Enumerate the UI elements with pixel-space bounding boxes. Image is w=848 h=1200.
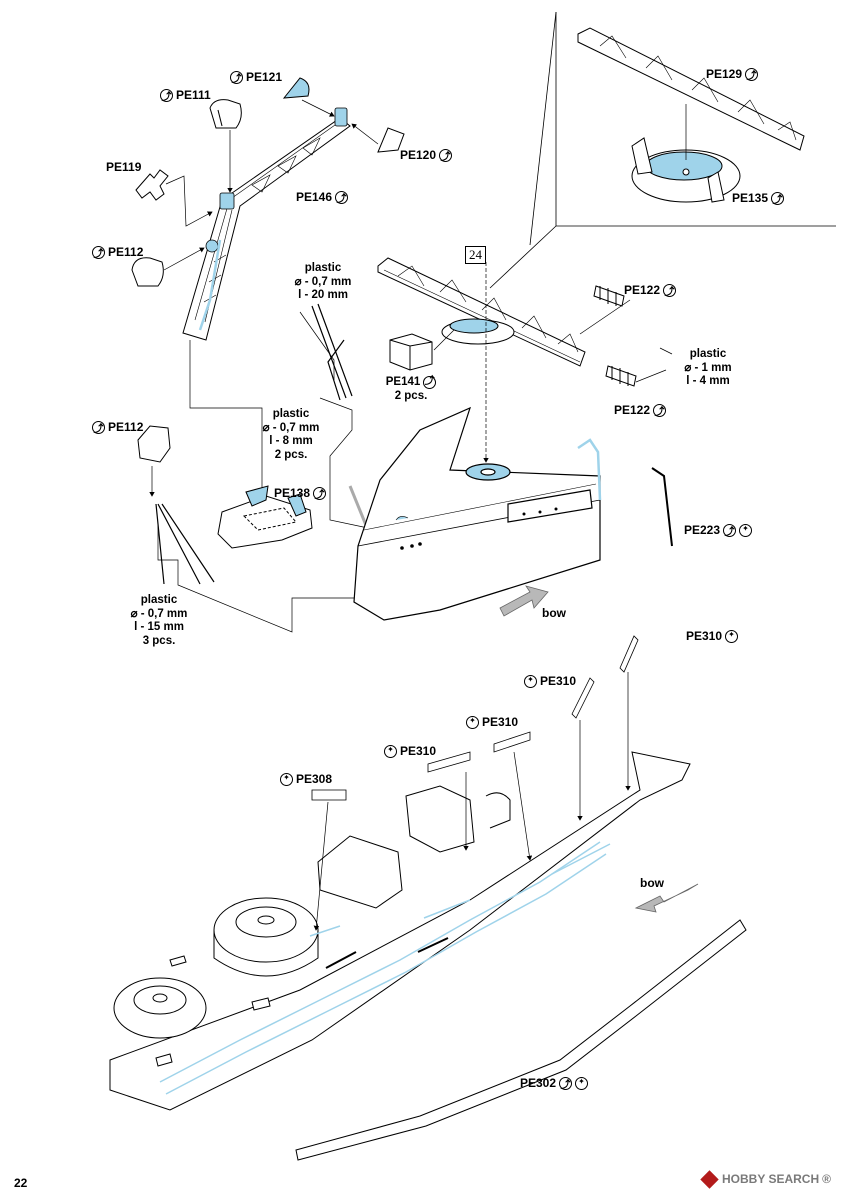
label-pe122-bottom: PE122 <box>614 403 667 418</box>
bend-icon <box>745 67 759 82</box>
label-pe308: PE308 <box>280 772 332 786</box>
label-pe223: PE223 <box>684 523 753 538</box>
label-pe112-bottom: PE112 <box>92 420 143 435</box>
label-pe146: PE146 <box>296 190 349 205</box>
label-pe138: PE138 <box>274 486 327 501</box>
pe112-top-part <box>131 257 164 287</box>
pe120-part <box>377 127 405 153</box>
label-pe119: PE119 <box>106 160 142 174</box>
label-pe310-b: PE310 <box>524 674 576 688</box>
bend-icon <box>92 420 105 435</box>
watermark: HOBBY SEARCH® <box>700 1169 831 1189</box>
label-pe141: PE141 2 pcs. <box>380 375 442 403</box>
crane-jib-assembly <box>182 107 351 341</box>
crane-leader-lines <box>149 99 379 633</box>
label-pe310-c: PE310 <box>466 715 518 729</box>
bend-icon <box>653 403 667 418</box>
paint-icon <box>384 744 397 758</box>
paint-icon <box>739 523 753 537</box>
ship-deck <box>109 751 691 1111</box>
paint-icon <box>725 629 739 643</box>
label-pe120: PE120 <box>400 148 453 163</box>
pe310-parts <box>311 635 639 801</box>
pe141-part <box>389 333 433 371</box>
bend-icon <box>313 486 327 501</box>
bow-label-bottom: bow <box>640 876 664 890</box>
bend-icon <box>423 375 437 390</box>
bend-icon <box>230 70 243 85</box>
platform-leader-lines <box>433 262 673 463</box>
page-number: 22 <box>14 1176 28 1190</box>
paint-icon <box>575 1076 589 1090</box>
pe138-part <box>217 485 313 549</box>
step-number: 24 <box>465 246 486 264</box>
pe112-bottom-part <box>137 425 171 463</box>
label-pe121: PE121 <box>230 70 282 85</box>
label-pe302: PE302 <box>520 1076 589 1091</box>
pe119-part <box>135 169 169 201</box>
label-pe135: PE135 <box>732 191 785 206</box>
bend-icon <box>559 1076 573 1091</box>
label-pe129: PE129 <box>706 67 759 82</box>
bend-icon <box>92 245 105 260</box>
pe122-parts <box>593 285 637 387</box>
label-pe310-d: PE310 <box>384 744 436 758</box>
paint-icon <box>280 772 293 786</box>
detail-inset-frame <box>489 11 836 289</box>
label-pe111: PE111 <box>160 88 211 103</box>
bow-direction-arrow-bottom <box>634 883 699 913</box>
label-pe112-top: PE112 <box>92 245 143 260</box>
label-pe310-a: PE310 <box>686 629 739 643</box>
searchlight-platform <box>377 257 586 367</box>
bend-icon <box>439 148 453 163</box>
watermark-logo-icon <box>700 1169 719 1189</box>
bow-hull <box>353 406 673 621</box>
pe302-strip <box>295 919 747 1161</box>
pe121-part <box>282 77 310 99</box>
bow-direction-arrow-top <box>499 585 549 617</box>
paint-icon <box>466 715 479 729</box>
bend-icon <box>663 283 677 298</box>
pe111-part <box>209 99 242 129</box>
label-pe122-top: PE122 <box>624 283 677 298</box>
bow-label-top: bow <box>542 606 566 620</box>
bend-icon <box>771 191 785 206</box>
bend-icon <box>160 88 173 103</box>
deck-leader-lines <box>313 672 631 931</box>
paint-icon <box>524 674 537 688</box>
bend-icon <box>723 523 737 538</box>
inset-platform <box>577 27 805 203</box>
bend-icon <box>335 190 349 205</box>
